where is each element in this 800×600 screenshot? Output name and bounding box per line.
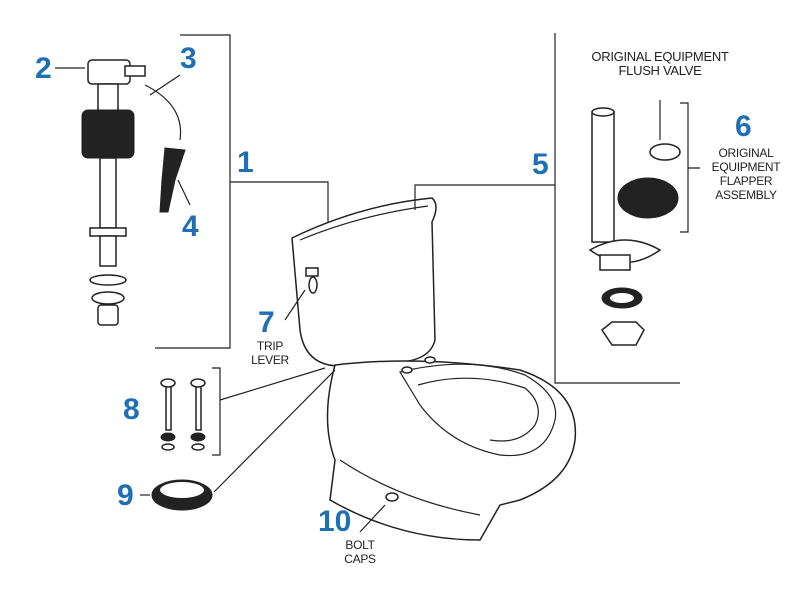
toilet-bowl: [326, 356, 577, 541]
leader-7: [284, 289, 306, 321]
flush-valve: [588, 100, 681, 346]
callout-6: 6: [735, 110, 752, 143]
label-line: ASSEMBLY: [715, 188, 777, 202]
label-line: FLAPPER: [719, 174, 773, 188]
tank-bolts: [160, 378, 206, 451]
leader-9: [213, 369, 336, 493]
leader-3: [149, 74, 181, 96]
callout-9: 9: [117, 479, 134, 512]
fill-valve: [81, 59, 186, 326]
leader-8: [212, 367, 326, 456]
label-line: CAPS: [344, 552, 376, 566]
label-line: TRIP: [256, 339, 284, 353]
leader-4: [177, 179, 191, 206]
leader-1: [230, 181, 329, 222]
toilet-tank: [291, 197, 437, 367]
tank-to-bowl-gasket: [151, 479, 213, 511]
callout-2: 2: [35, 52, 52, 85]
label-line: EQUIPMENT: [711, 160, 781, 174]
callout-4: 4: [182, 210, 199, 243]
title-line: ORIGINAL EQUIPMENT: [591, 49, 729, 64]
callout-10: 10: [318, 505, 352, 538]
label-line: BOLT: [345, 538, 375, 552]
callout-3: 3: [180, 42, 197, 75]
label-line: LEVER: [251, 353, 289, 367]
callout-8: 8: [123, 393, 140, 426]
callout-10-label: BOLT CAPS: [335, 538, 385, 566]
bracket-6: [680, 102, 700, 233]
label-line: ORIGINAL: [718, 146, 774, 160]
callout-6-label: ORIGINAL EQUIPMENT FLAPPER ASSEMBLY: [702, 146, 790, 202]
leader-10: [359, 504, 386, 533]
title-line: FLUSH VALVE: [618, 63, 702, 78]
callout-7-label: TRIP LEVER: [245, 339, 295, 367]
callout-1: 1: [237, 146, 254, 179]
bracket-fill-valve: [155, 34, 231, 349]
bracket-flush-valve: [554, 33, 680, 384]
leader-5: [414, 184, 555, 210]
callout-5: 5: [532, 148, 549, 181]
callout-7: 7: [258, 306, 275, 339]
flush-valve-title: ORIGINAL EQUIPMENT FLUSH VALVE: [560, 50, 760, 78]
